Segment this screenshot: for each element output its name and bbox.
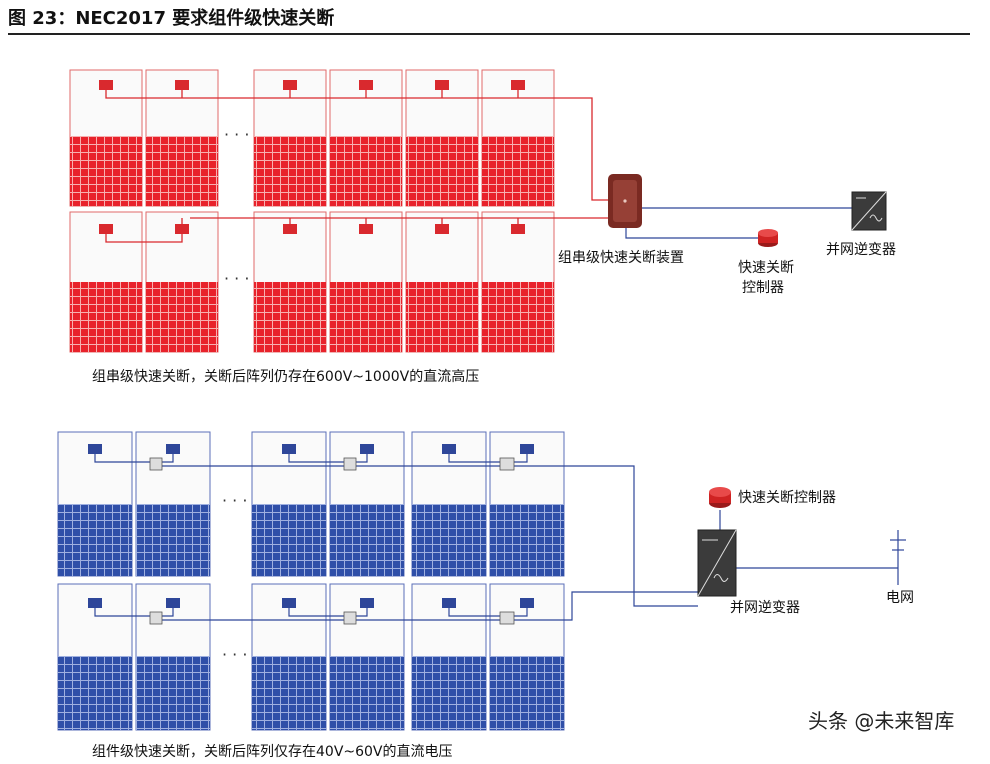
bottom-inverter-icon <box>697 529 737 597</box>
bottom-row1-ellipsis: · · · <box>222 491 247 510</box>
blue-module <box>329 431 405 577</box>
bottom-controller-button-icon <box>709 487 731 508</box>
bottom-caption: 组件级快速关断，关断后阵列仅存在40V~60V的直流电压 <box>92 743 453 760</box>
red-module <box>253 69 327 207</box>
top-inverter-icon <box>851 191 887 231</box>
blue-module <box>329 583 405 731</box>
blue-module <box>57 583 133 731</box>
top-blue-wiring <box>625 207 852 239</box>
red-module <box>405 211 479 353</box>
bottom-inverter-label: 并网逆变器 <box>730 600 800 616</box>
top-controller-label-line1: 快速关断 <box>738 260 794 276</box>
grid-label: 电网 <box>886 590 914 606</box>
bottom-array: · · · · · · <box>57 431 898 731</box>
top-controller-label-line2: 控制器 <box>742 280 784 296</box>
watermark: 头条 @未来智库 <box>808 709 954 733</box>
string-device-label: 组串级快速关断装置 <box>558 250 684 266</box>
bottom-row2-ellipsis: · · · <box>222 645 247 664</box>
title-rule <box>8 33 970 35</box>
top-row1-ellipsis: · · · <box>224 125 249 144</box>
blue-module <box>251 431 327 577</box>
module-shutdown-devices <box>149 457 515 625</box>
top-caption: 组串级快速关断，关断后阵列仍存在600V~1000V的直流高压 <box>92 368 479 385</box>
red-module <box>329 211 403 353</box>
blue-junction-boxes <box>88 444 534 608</box>
red-module <box>145 211 219 353</box>
figure-title: 图 23：NEC2017 要求组件级快速关断 <box>8 8 335 29</box>
blue-wiring <box>94 454 898 621</box>
grid-pylon-icon <box>890 530 906 585</box>
red-module <box>481 211 555 353</box>
top-controller-button-icon <box>758 229 778 247</box>
blue-module <box>411 583 487 731</box>
top-row2-ellipsis: · · · <box>224 269 249 288</box>
red-wiring <box>105 90 610 243</box>
blue-module <box>251 583 327 731</box>
string-rapid-shutdown-device <box>608 174 642 228</box>
red-module <box>253 211 327 353</box>
red-module <box>329 69 403 207</box>
top-array: · · · · · · <box>69 69 610 353</box>
red-module <box>481 69 555 207</box>
top-inverter-label: 并网逆变器 <box>826 242 896 258</box>
blue-module <box>411 431 487 577</box>
bottom-controller-label: 快速关断控制器 <box>738 490 836 506</box>
red-module <box>145 69 219 207</box>
blue-module <box>57 431 133 577</box>
